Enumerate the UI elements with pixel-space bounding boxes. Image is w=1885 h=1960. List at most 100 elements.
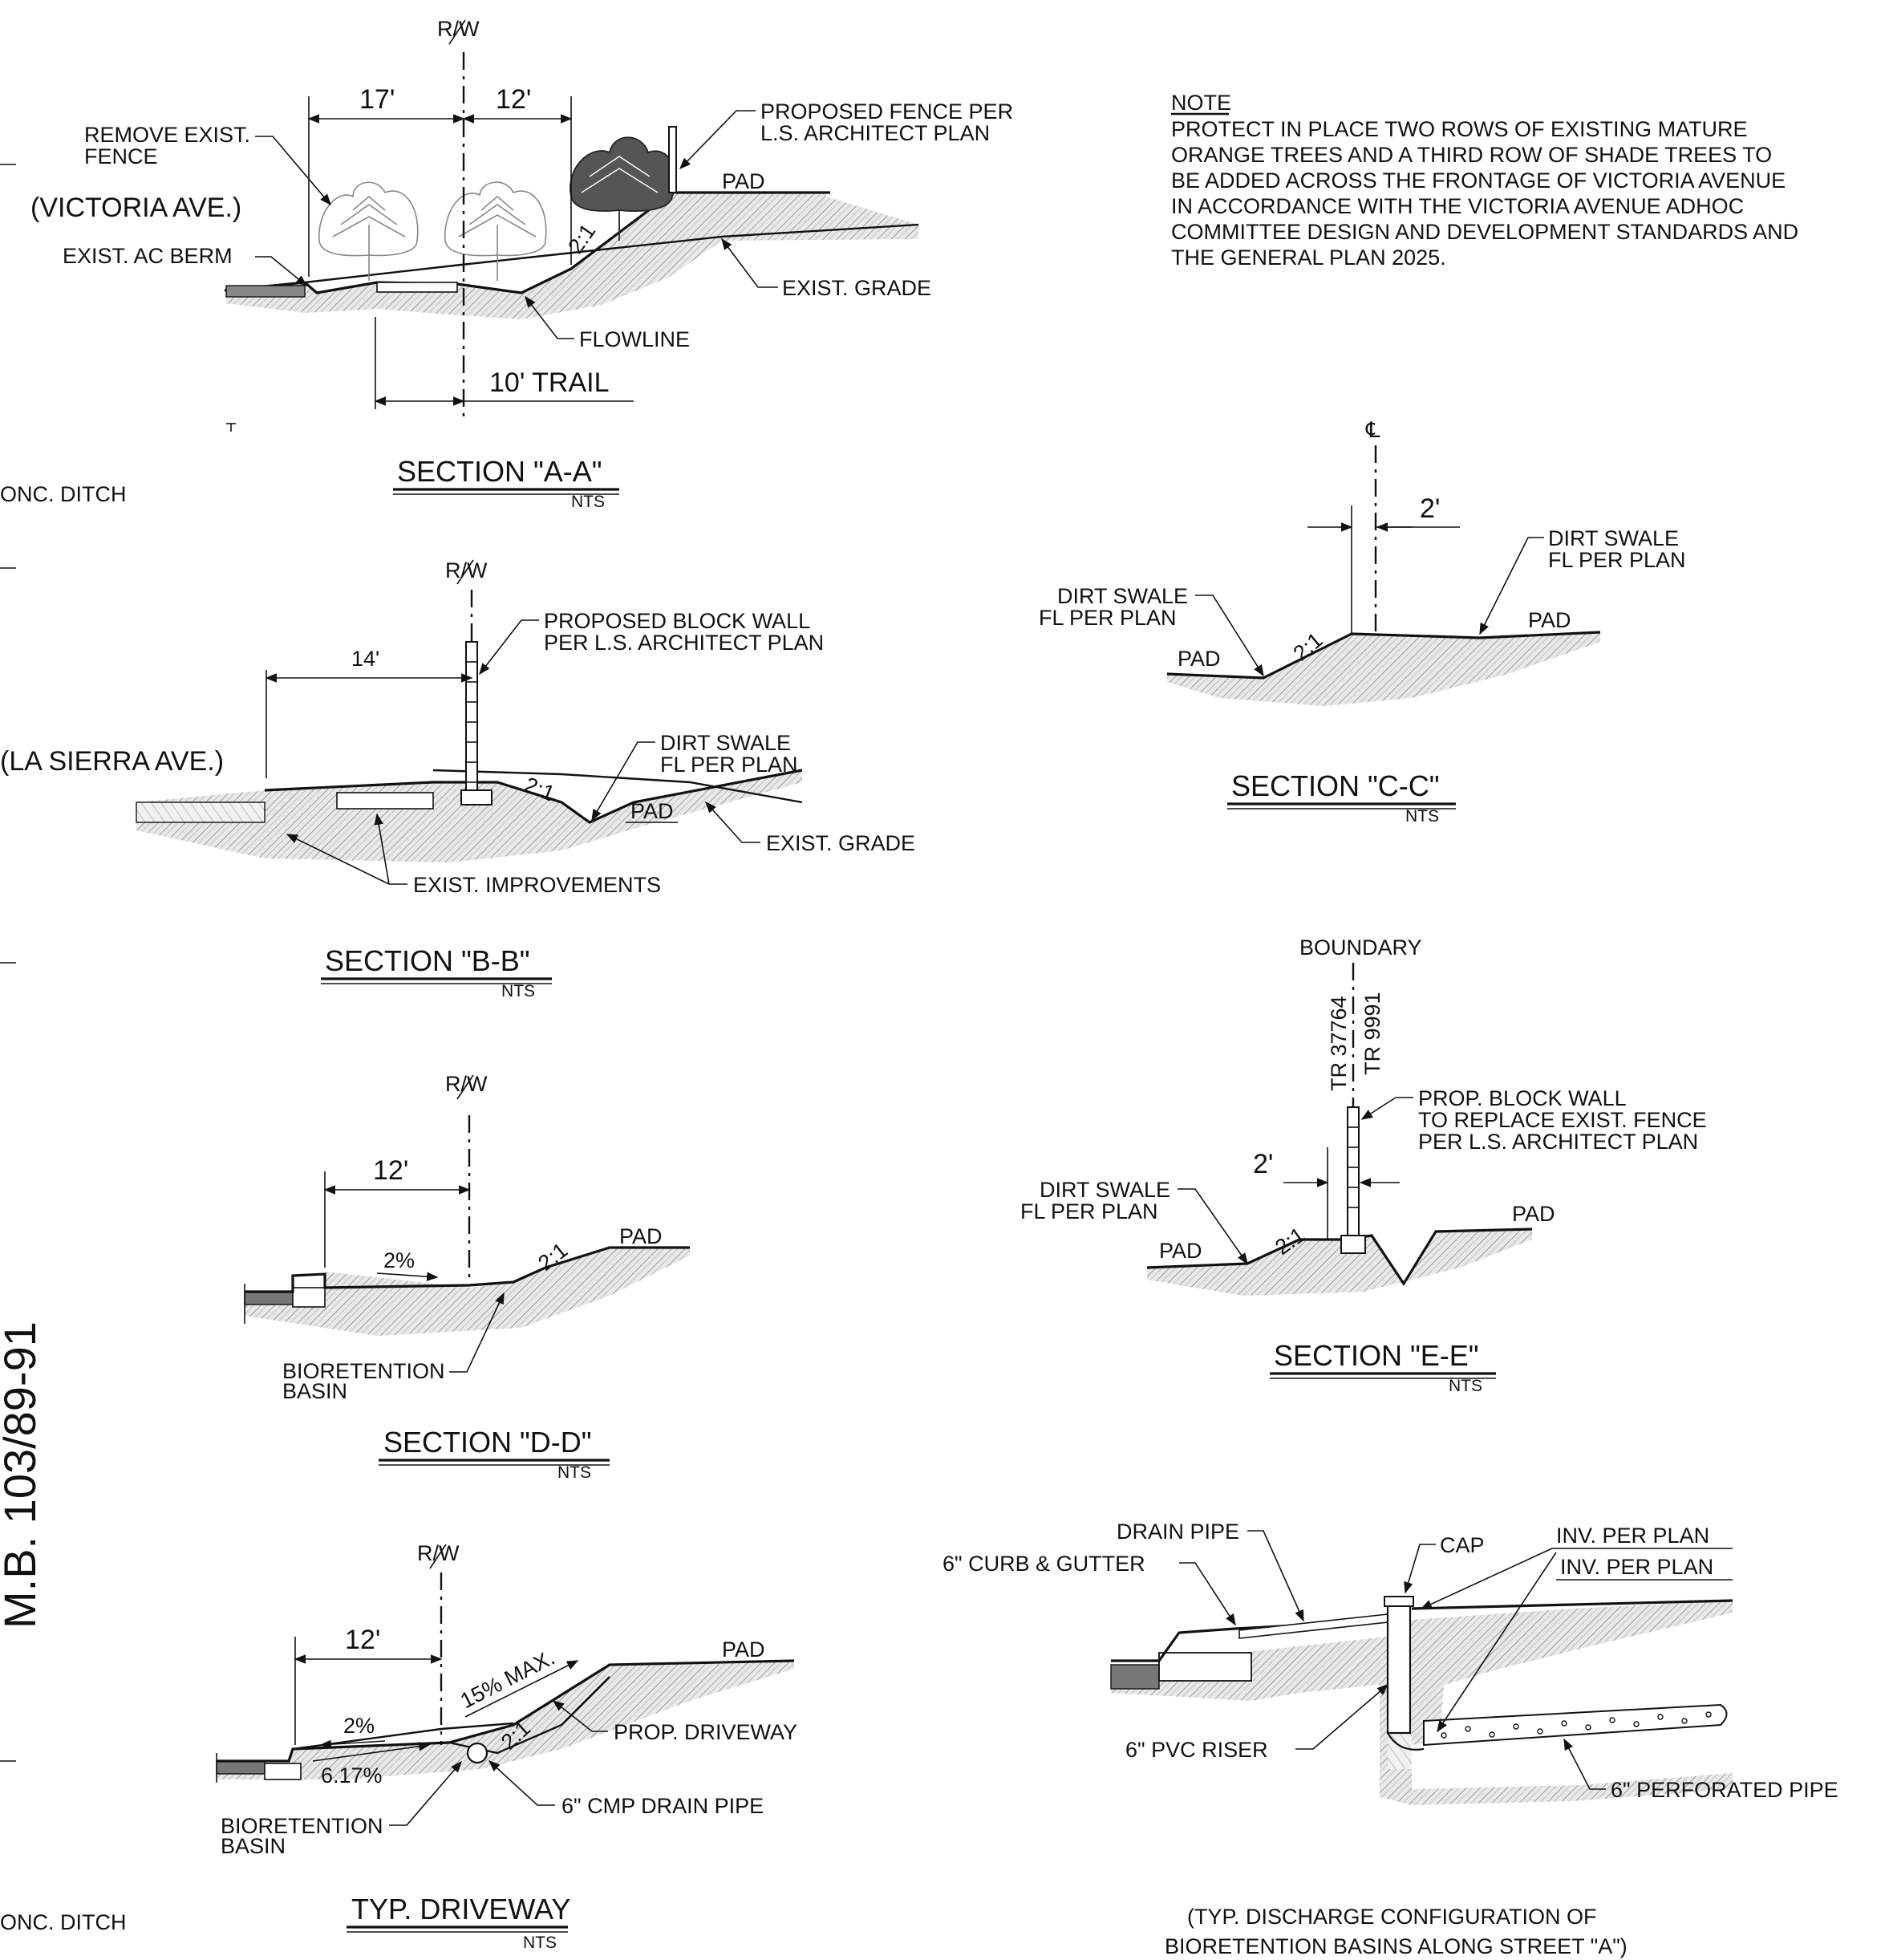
typical-driveway: R/W 12' 15% MAX. PAD 2% 6.17% 2:1 PROP. …: [216, 1541, 797, 1952]
section-a-exist-grade-label: EXIST. GRADE: [782, 276, 931, 300]
section-d-pad: PAD: [619, 1224, 663, 1248]
note-line-4: IN ACCORDANCE WITH THE VICTORIA AVENUE A…: [1171, 194, 1744, 218]
note-line-1: PROTECT IN PLACE TWO ROWS OF EXISTING MA…: [1171, 117, 1748, 141]
section-d-nts: NTS: [557, 1463, 591, 1482]
section-b-exist-grade-label: EXIST. GRADE: [766, 831, 915, 855]
section-a-proposed-fence-2: L.S. ARCHITECT PLAN: [760, 121, 990, 145]
section-c-swale-left-2: FL PER PLAN: [1039, 606, 1177, 630]
section-e-tract-right: TR 9991: [1360, 992, 1384, 1075]
section-c-nts: NTS: [1405, 807, 1439, 826]
discharge-perforated: 6" PERFORATED PIPE: [1611, 1778, 1838, 1802]
section-d-basin-1: BIORETENTION: [282, 1359, 445, 1383]
section-e-pad-left: PAD: [1159, 1239, 1202, 1263]
section-a-pad-label: PAD: [722, 169, 765, 193]
discharge-configuration: DRAIN PIPE 6" CURB & GUTTER CAP INV. PER…: [942, 1520, 1838, 1958]
section-b-nts: NTS: [501, 982, 535, 1000]
general-note: NOTE PROTECT IN PLACE TWO ROWS OF EXISTI…: [1171, 91, 1798, 270]
discharge-caption-1: (TYP. DISCHARGE CONFIGURATION OF: [1187, 1905, 1597, 1929]
driveway-nts: NTS: [523, 1934, 557, 1952]
section-a-a: R/W 17' 12' 10' TRAIL REMOVE EXIST. FENC…: [30, 17, 1013, 511]
section-b-title: SECTION "B-B": [325, 944, 530, 977]
section-e-pad-right: PAD: [1512, 1202, 1555, 1226]
section-e-nts: NTS: [1449, 1377, 1482, 1395]
driveway-title: TYP. DRIVEWAY: [351, 1893, 570, 1926]
section-b-swale-2: FL PER PLAN: [660, 753, 798, 777]
section-c-pad-right: PAD: [1528, 608, 1571, 632]
section-a-flowline-label: FLOWLINE: [579, 327, 690, 351]
discharge-curb: 6" CURB & GUTTER: [942, 1552, 1145, 1576]
section-e-title: SECTION "E-E": [1274, 1339, 1479, 1372]
discharge-inv-1: INV. PER PLAN: [1556, 1524, 1709, 1548]
note-line-2: ORANGE TREES AND A THIRD ROW OF SHADE TR…: [1171, 143, 1772, 167]
note-line-6: THE GENERAL PLAN 2025.: [1171, 246, 1446, 270]
section-a-remove-fence-1: REMOVE EXIST.: [84, 123, 250, 147]
section-b-dim-14: 14': [351, 647, 379, 671]
section-a-street-label: (VICTORIA AVE.): [30, 193, 241, 223]
section-d-dim: 12': [373, 1155, 408, 1186]
existing-tree-2: [444, 181, 547, 281]
section-a-remove-fence-2: FENCE: [84, 144, 158, 168]
section-d-basin-2: BASIN: [282, 1379, 347, 1403]
section-e-swale-2: FL PER PLAN: [1020, 1199, 1158, 1223]
driveway-dim: 12': [345, 1625, 380, 1655]
note-line-3: BE ADDED ACROSS THE FRONTAGE OF VICTORIA…: [1171, 168, 1786, 193]
discharge-drain-pipe: DRAIN PIPE: [1117, 1520, 1239, 1544]
driveway-basin-1: BIORETENTION: [221, 1814, 383, 1838]
section-d-d: R/W 12' 2% 2:1 PAD BIORETENTION BASIN SE…: [244, 1072, 690, 1482]
section-b-swale-1: DIRT SWALE: [660, 731, 791, 755]
section-e-wall-1: PROP. BLOCK WALL: [1418, 1086, 1627, 1110]
section-a-trail-label: 10' TRAIL: [489, 367, 610, 398]
section-e-swale-1: DIRT SWALE: [1040, 1178, 1170, 1202]
driveway-max-slope: 15% MAX.: [456, 1646, 558, 1714]
section-b-street-label: (LA SIERRA AVE.): [0, 746, 224, 777]
section-e-wall-3: PER L.S. ARCHITECT PLAN: [1418, 1130, 1698, 1154]
section-e-wall-2: TO REPLACE EXIST. FENCE: [1418, 1108, 1707, 1132]
existing-tree-1: [318, 181, 419, 281]
section-e-dim: 2': [1253, 1149, 1273, 1179]
section-a-nts: NTS: [571, 493, 605, 511]
perforation-holes: [1441, 1711, 1712, 1739]
driveway-rw-label: R/W: [417, 1541, 460, 1565]
section-c-pad-left: PAD: [1178, 647, 1221, 671]
section-b-wall-1: PROPOSED BLOCK WALL: [544, 609, 810, 633]
discharge-caption-2: BIORETENTION BASINS ALONG STREET "A"): [1165, 1934, 1628, 1958]
discharge-riser: 6" PVC RISER: [1125, 1738, 1268, 1762]
driveway-prop-label: PROP. DRIVEWAY: [614, 1720, 797, 1744]
proposed-tree: [570, 136, 676, 241]
section-c-centerline: ℄: [1365, 418, 1380, 442]
note-heading: NOTE: [1171, 91, 1231, 115]
section-b-wall-2: PER L.S. ARCHITECT PLAN: [544, 631, 824, 655]
section-c-swale-left-1: DIRT SWALE: [1057, 584, 1188, 608]
driveway-grade-1: 2%: [343, 1714, 375, 1738]
driveway-drain-pipe: 6" CMP DRAIN PIPE: [561, 1794, 764, 1818]
section-c-title: SECTION "C-C": [1231, 769, 1440, 802]
section-b-improvements-label: EXIST. IMPROVEMENTS: [413, 873, 661, 897]
driveway-basin-2: BASIN: [221, 1834, 286, 1858]
section-c-dim: 2': [1420, 493, 1440, 524]
map-book-reference: M.B. 103/89-91: [0, 1321, 45, 1629]
section-c-c: ℄ 2' DIRT SWALE FL PER PLAN PAD DIRT SWA…: [1039, 418, 1686, 826]
section-b-b: R/W 14' (LA SIERRA AVE.) PROPOSED BLOCK …: [0, 558, 915, 1000]
section-a-title: SECTION "A-A": [397, 455, 602, 488]
section-d-rw-label: R/W: [445, 1072, 488, 1096]
section-a-proposed-fence-1: PROPOSED FENCE PER: [760, 99, 1013, 124]
conc-ditch-label-bottom: ONC. DITCH: [0, 1910, 127, 1934]
discharge-cap: CAP: [1440, 1533, 1485, 1557]
section-b-pad-label: PAD: [630, 799, 674, 823]
section-c-swale-right-1: DIRT SWALE: [1548, 526, 1679, 550]
note-line-5: COMMITTEE DESIGN AND DEVELOPMENT STANDAR…: [1171, 220, 1798, 244]
section-e-e: BOUNDARY TR 37764 TR 9991 2' PROP. BLOCK…: [1020, 935, 1707, 1395]
section-a-dim-17: 17': [359, 84, 395, 115]
section-d-title: SECTION "D-D": [383, 1426, 592, 1459]
conc-ditch-label-top: ONC. DITCH: [0, 482, 127, 506]
section-e-boundary: BOUNDARY: [1299, 935, 1422, 960]
section-d-grade: 2%: [383, 1248, 415, 1272]
section-a-ac-berm-label: EXIST. AC BERM: [63, 244, 233, 268]
section-a-dim-12: 12': [496, 84, 531, 115]
section-e-tract-left: TR 37764: [1327, 996, 1351, 1091]
driveway-pad: PAD: [722, 1637, 765, 1662]
discharge-inv-2: INV. PER PLAN: [1560, 1555, 1713, 1579]
section-c-swale-right-2: FL PER PLAN: [1548, 548, 1686, 572]
section-a-rw-label: R/W: [437, 17, 480, 41]
